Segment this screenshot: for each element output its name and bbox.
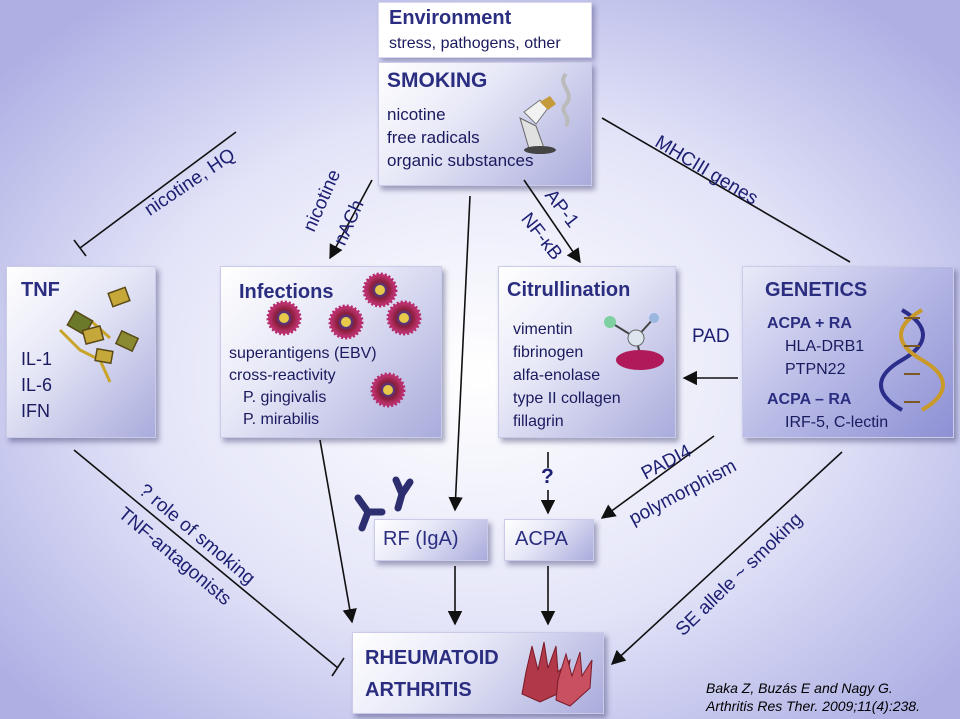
- rf-box: RF (IgA): [374, 519, 488, 561]
- acpa-box: ACPA: [504, 519, 594, 561]
- ra-box: RHEUMATOID ARTHRITIS: [352, 632, 604, 714]
- label-question: ?: [541, 465, 554, 488]
- citrullination-item: alfa-enolase: [513, 367, 601, 384]
- citrullination-item: fillagrin: [513, 413, 564, 430]
- tnf-title: TNF: [21, 279, 60, 301]
- infections-title: Infections: [239, 281, 334, 303]
- citation-line1: Baka Z, Buzás E and Nagy G.: [706, 680, 893, 696]
- label-pad: PAD: [692, 326, 730, 347]
- citrullination-box: Citrullination vimentin fibrinogen alfa-…: [498, 266, 676, 438]
- ra-line2: ARTHRITIS: [365, 679, 472, 701]
- smoking-box: SMOKING nicotine free radicals organic s…: [378, 62, 592, 186]
- acpa-label: ACPA: [515, 528, 568, 550]
- tnf-item: IL-1: [21, 349, 53, 369]
- smoking-item: organic substances: [387, 151, 534, 170]
- smoking-item: nicotine: [387, 105, 446, 124]
- tnf-item: IFN: [21, 401, 50, 421]
- rf-label: RF (IgA): [383, 528, 459, 550]
- genetics-item: IRF-5, C-lectin: [785, 414, 889, 431]
- genetics-item: PTPN22: [785, 361, 846, 378]
- infections-item: P. mirabilis: [243, 411, 320, 428]
- genetics-box: GENETICS ACPA + RA HLA-DRB1 PTPN22 ACPA …: [742, 266, 954, 438]
- environment-box: Environment stress, pathogens, other: [378, 2, 592, 58]
- citrullination-item: type II collagen: [513, 390, 621, 407]
- infections-box: Infections superantigens (EBV) cross-rea…: [220, 266, 442, 438]
- smoking-title: SMOKING: [387, 69, 488, 92]
- tnf-item: IL-6: [21, 375, 53, 395]
- citation-line2: Arthritis Res Ther. 2009;11(4):238.: [706, 698, 920, 714]
- environment-title: Environment: [389, 7, 512, 29]
- genetics-group1: ACPA + RA: [767, 315, 852, 332]
- ra-line1: RHEUMATOID: [365, 647, 499, 669]
- infections-item: cross-reactivity: [229, 367, 336, 384]
- environment-subtitle: stress, pathogens, other: [389, 35, 561, 52]
- genetics-item: HLA-DRB1: [785, 338, 865, 355]
- smoking-item: free radicals: [387, 128, 480, 147]
- genetics-group2: ACPA – RA: [767, 391, 852, 408]
- citrullination-item: vimentin: [513, 321, 573, 338]
- citrullination-item: fibrinogen: [513, 344, 584, 361]
- tnf-box: TNF IL-1 IL-6 IFN: [6, 266, 156, 438]
- infections-item: P. gingivalis: [243, 389, 327, 406]
- infections-item: superantigens (EBV): [229, 345, 377, 362]
- citrullination-title: Citrullination: [507, 279, 631, 301]
- genetics-title: GENETICS: [765, 279, 868, 301]
